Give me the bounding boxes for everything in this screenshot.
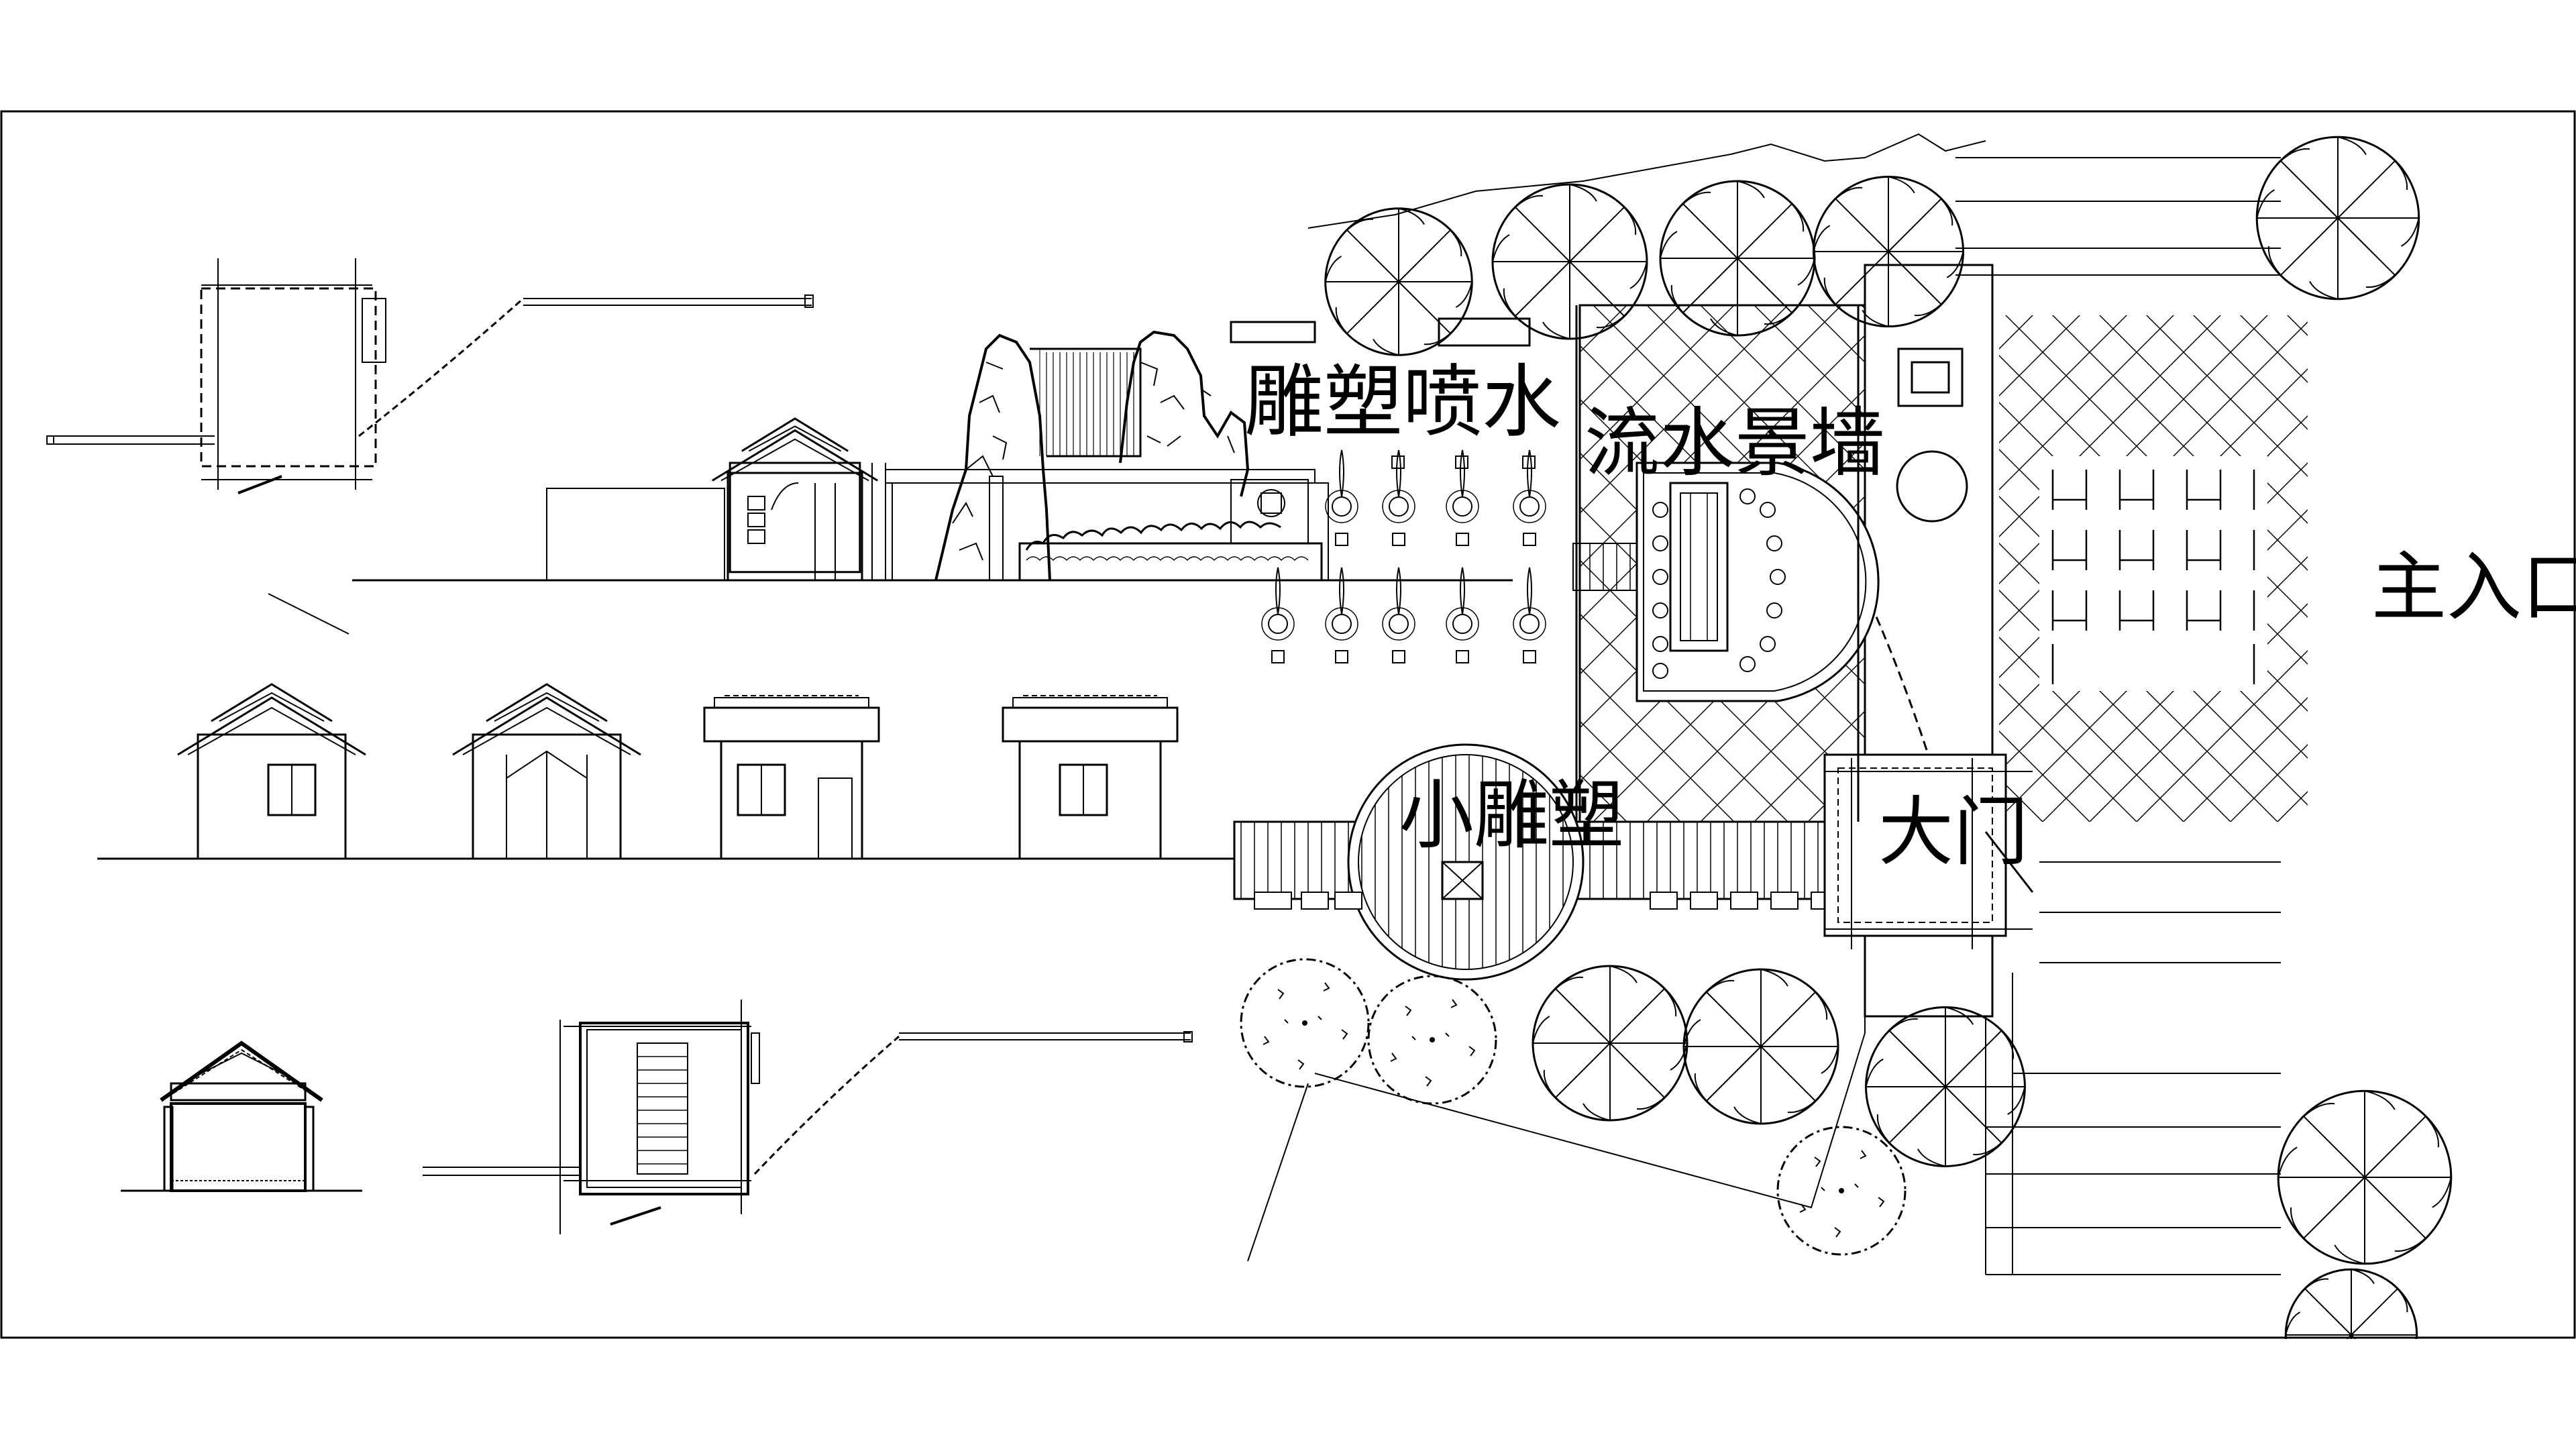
main-elevation <box>352 417 1513 580</box>
label-main-entrance: 主入口 <box>2371 544 2576 631</box>
pavilion-section <box>121 1043 362 1191</box>
pavilion-elevations <box>97 683 1234 860</box>
main-gate-plan <box>1825 755 2033 949</box>
water-wall-plan <box>1573 463 1878 701</box>
fountain-jets-row-2 <box>1261 567 1546 663</box>
rockery-waterfall <box>936 332 1248 580</box>
site-details-top <box>1231 305 1858 822</box>
small-sculpture-plan <box>1234 745 1858 979</box>
label-small-sculpture: 小雕塑 <box>1399 772 1624 859</box>
road-lines-bottom <box>1986 862 2281 1275</box>
label-water-feature-wall: 流水景墙 <box>1585 400 1885 487</box>
site-boundary-top <box>1308 134 1986 228</box>
label-main-gate: 大门 <box>1878 789 2029 876</box>
fountain-jets-row-1 <box>1325 449 1546 546</box>
label-sculpture-fountain: 雕塑喷水 <box>1244 356 1562 448</box>
trees-bottom <box>1532 965 2453 1402</box>
entrance-paths <box>1248 973 2012 1275</box>
paving-dashed-grid <box>2053 470 2254 684</box>
pavilion-plan-bottom <box>423 1000 1192 1234</box>
road-lines-top <box>1955 158 2281 275</box>
shrubs <box>1240 958 1907 1256</box>
section-mark <box>268 594 349 634</box>
pavilion-plan-top <box>47 258 813 493</box>
